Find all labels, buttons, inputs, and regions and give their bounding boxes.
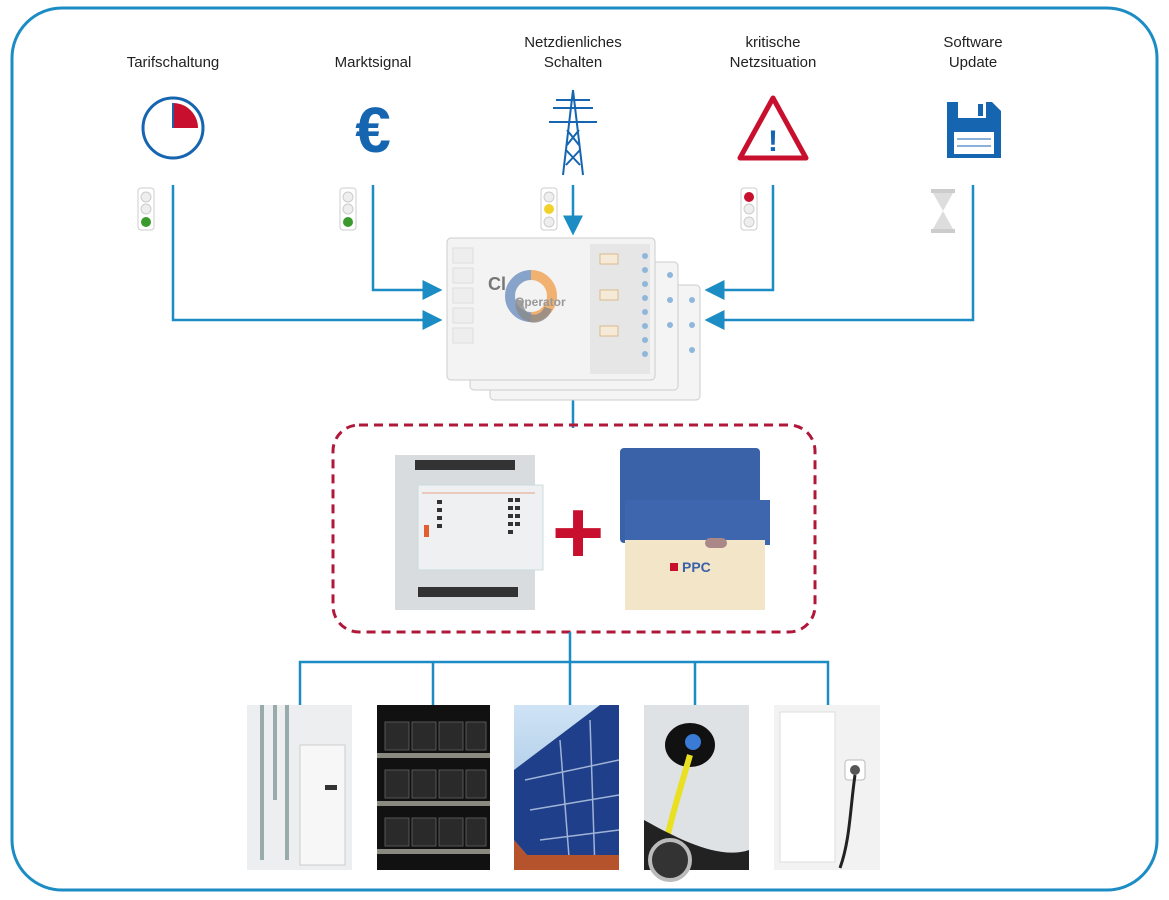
controller-device-image xyxy=(395,455,544,610)
label-line2: Netzsituation xyxy=(729,54,817,71)
label-line2: Tarifschaltung xyxy=(126,54,220,71)
traffic-light-green xyxy=(137,187,155,231)
euro-icon: € xyxy=(355,94,391,166)
traffic-light-yellow xyxy=(540,187,558,231)
smart-socket-appliance-photo xyxy=(774,705,880,870)
svg-text:Cl: Cl xyxy=(488,274,506,294)
solar-panels-photo xyxy=(514,705,620,871)
battery-storage-photo xyxy=(377,705,490,870)
signal-label-marktsignal: Marktsignal xyxy=(293,33,453,73)
device-connection-lines xyxy=(298,632,830,705)
label-line2: Update xyxy=(948,54,998,71)
label-line1: Netzdienliches xyxy=(524,34,622,51)
svg-text:!: ! xyxy=(768,125,778,158)
plus-sign: + xyxy=(552,483,605,583)
signal-arrows xyxy=(171,185,975,428)
floppy-disk-icon xyxy=(947,102,1001,158)
svg-text:Operator: Operator xyxy=(515,295,566,309)
label-line1: kritische xyxy=(745,34,801,51)
heat-pump-photo xyxy=(247,705,352,870)
traffic-light-green xyxy=(339,187,357,231)
label-line1 xyxy=(93,33,253,53)
label-line2: Marktsignal xyxy=(334,54,412,71)
outer-frame xyxy=(10,6,1159,892)
cls-operator-screens: Cl Operator xyxy=(446,237,701,401)
hourglass-icon xyxy=(931,189,955,233)
label-line2: Schalten xyxy=(543,54,603,71)
ppc-gateway-device-image: PPC xyxy=(620,448,770,610)
clock-icon xyxy=(141,96,205,160)
ev-charging-photo xyxy=(644,705,749,882)
warning-icon: ! xyxy=(737,95,809,161)
traffic-light-red xyxy=(740,187,758,231)
label-line1 xyxy=(293,33,453,53)
gateway-group-box xyxy=(331,423,817,634)
signal-label-tarifschaltung: Tarifschaltung xyxy=(93,33,253,73)
svg-text:PPC: PPC xyxy=(682,559,711,575)
power-pylon-icon xyxy=(549,89,597,176)
label-line1: Software xyxy=(943,34,1003,51)
